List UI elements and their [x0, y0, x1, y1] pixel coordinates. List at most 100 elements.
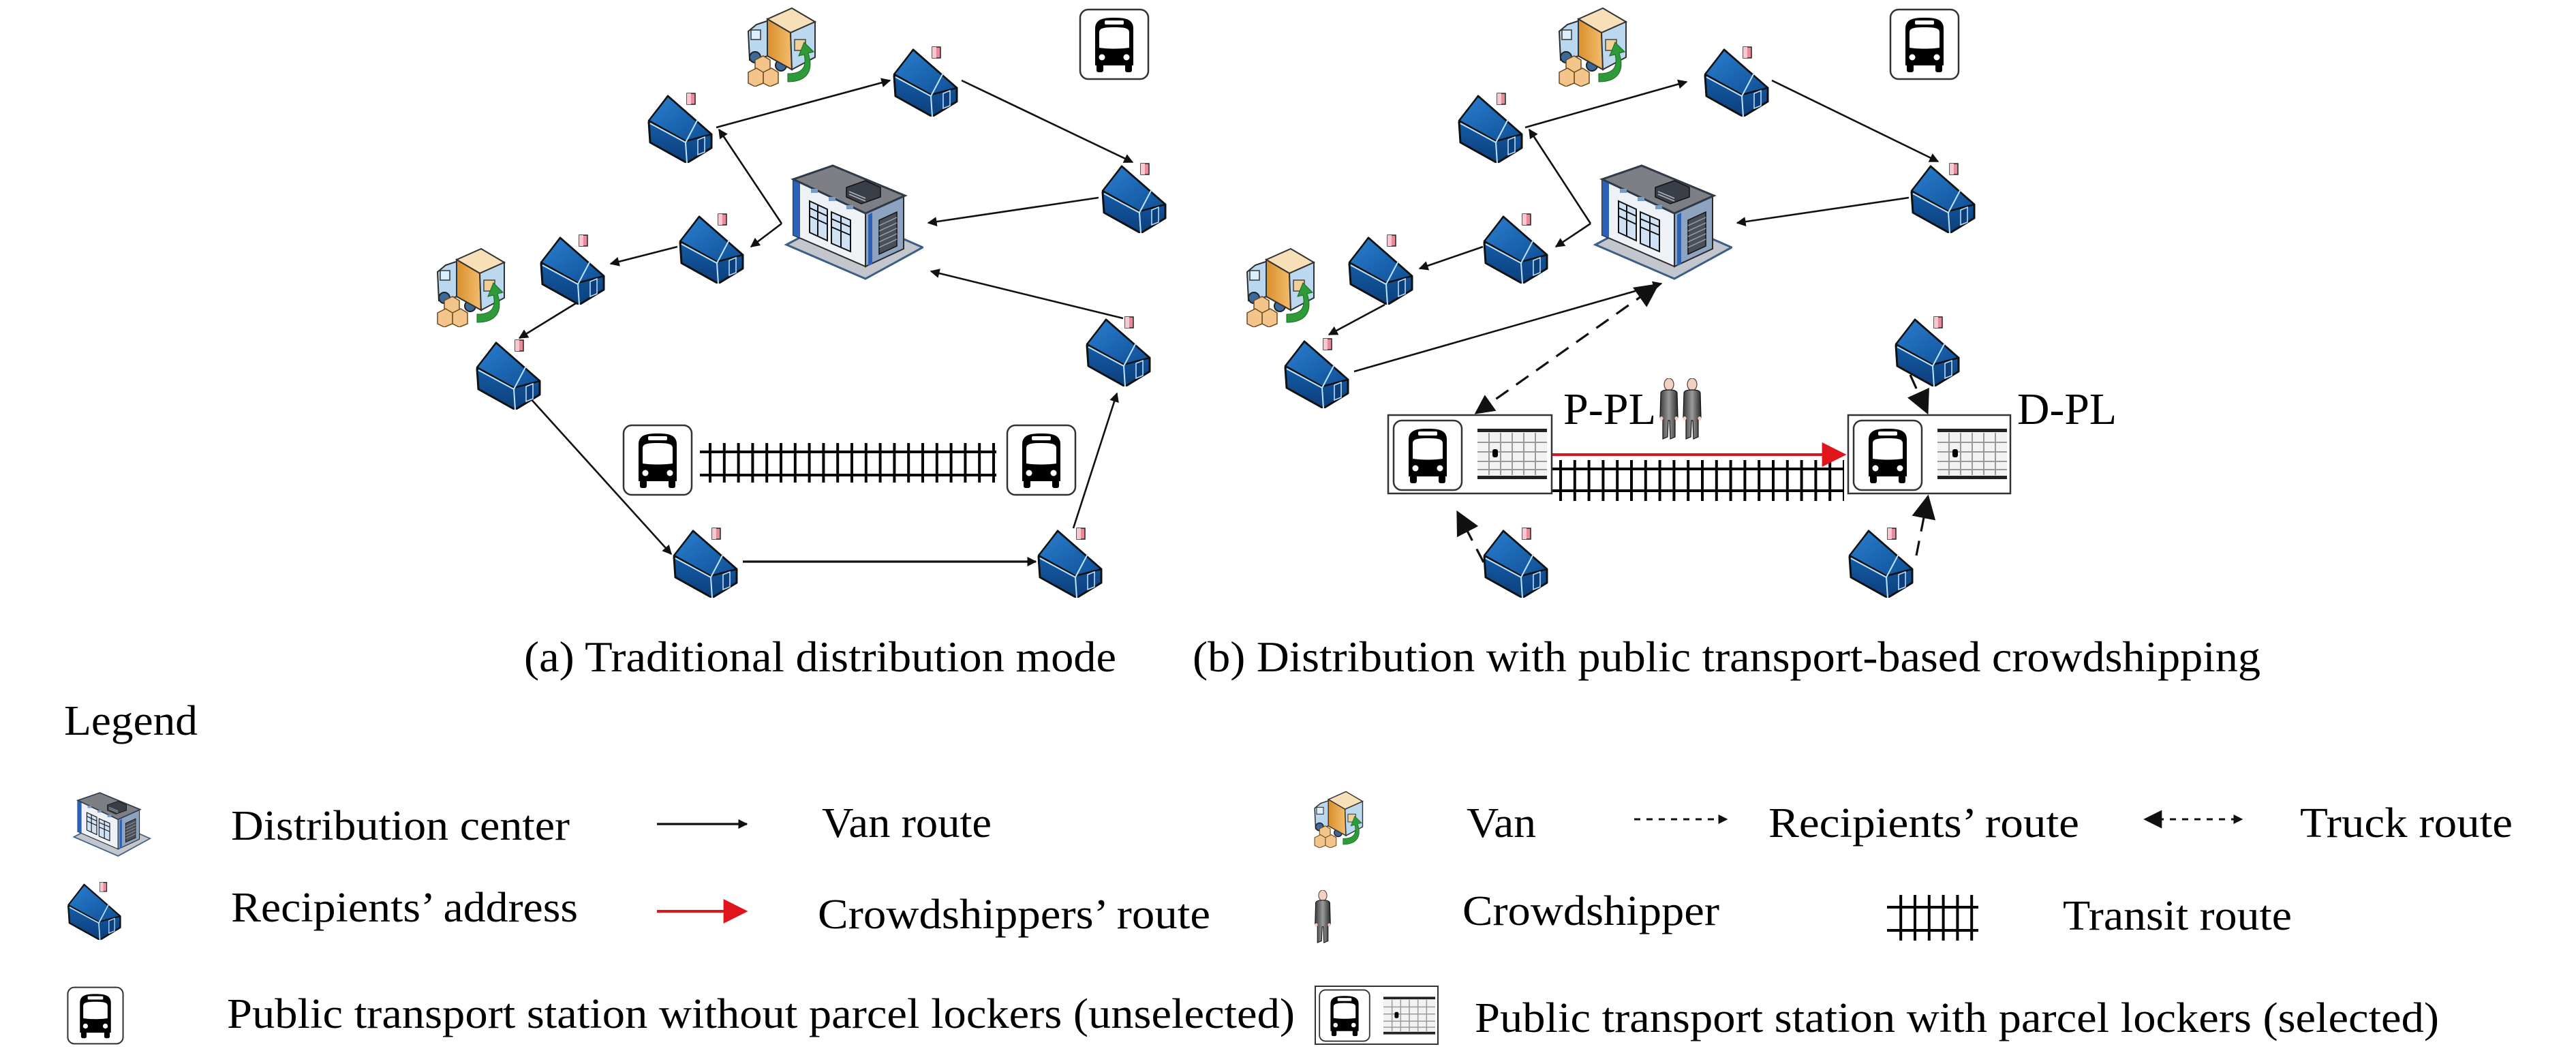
transit-track-a	[700, 443, 996, 483]
van-route	[750, 222, 782, 248]
legend-title: Legend	[64, 698, 198, 744]
van-route	[930, 269, 1124, 320]
legend-label: Van	[1467, 800, 1536, 847]
crowdshipper-icon	[1682, 378, 1702, 440]
bus-stop-icon	[622, 424, 693, 496]
recipients-routes-b	[1456, 374, 1936, 563]
legend-label: Crowdshippers’ route	[818, 892, 1210, 938]
house-icon	[673, 527, 738, 598]
bus-stop-icon	[1889, 8, 1960, 80]
legend-item-recipients-address: Recipients’ address	[67, 881, 578, 940]
house-icon	[67, 881, 121, 940]
house-icon	[1101, 162, 1167, 233]
van-route	[716, 78, 891, 129]
legend-item-recipients-route: Recipients’ route	[1634, 800, 2079, 847]
house-icon	[1483, 527, 1548, 598]
crowdshipper-icon	[1314, 890, 1332, 943]
van-route	[718, 128, 783, 224]
pickup-station-label: P-PL	[1563, 384, 1656, 434]
van-icon	[1314, 791, 1364, 848]
parcel-locker-icon	[1477, 429, 1547, 479]
legend-item-van-route: Van route	[657, 800, 992, 847]
house-icon	[1086, 316, 1151, 386]
bus-stop-with-locker-icon	[1315, 986, 1439, 1045]
legend-label: Recipients’ route	[1768, 800, 2079, 847]
house-icon	[540, 234, 605, 305]
recipients-route	[1907, 374, 1929, 415]
house-icon	[1910, 162, 1976, 233]
panel-a: (a) Traditional distribution mode	[437, 7, 1167, 681]
distribution-center-icon	[1594, 164, 1732, 280]
van-icon	[1246, 248, 1315, 327]
house-icon	[1037, 527, 1103, 598]
delivery-parcel-locker-station	[1847, 414, 2012, 495]
legend-label: Recipients’ address	[231, 885, 578, 931]
recipients-route	[1912, 494, 1936, 556]
van-route	[518, 302, 577, 339]
caption-b: (b) Distribution with public transport-b…	[1193, 633, 2260, 681]
house-icon	[476, 339, 541, 410]
house-icon	[647, 92, 713, 163]
van-route	[961, 79, 1134, 164]
van-routes-a	[518, 78, 1134, 566]
van-route	[528, 396, 672, 555]
van-route	[609, 245, 678, 266]
caption-a: (a) Traditional distribution mode	[524, 633, 1116, 681]
delivery-station-label: D-PL	[2017, 384, 2117, 434]
house-icon	[1848, 527, 1914, 598]
van-route	[1736, 196, 1910, 227]
legend-label: Transit route	[2063, 893, 2292, 939]
van-icon	[748, 7, 816, 87]
crowdshipper-icon	[1659, 378, 1679, 440]
van-route	[1524, 79, 1688, 129]
legend-item-crowdshipper: Crowdshipper	[1314, 888, 1719, 943]
house-icon	[893, 46, 958, 117]
house-icon	[1704, 46, 1769, 117]
legend-item-station-unselected: Public transport station without parcel …	[67, 986, 1295, 1045]
legend-item-transit-route: Transit route	[1887, 893, 2292, 941]
van-route	[1072, 392, 1119, 529]
bus-stop-icon	[1006, 424, 1077, 496]
house-icon	[1483, 213, 1548, 284]
panel-b: P-PL D-PL (b) Distribution with public t…	[1193, 7, 2260, 681]
legend-item-crowdshippers-route: Crowdshippers’ route	[657, 892, 1210, 938]
legend-item-station-selected: Public transport station with parcel loc…	[1315, 986, 2439, 1045]
distribution-center-icon	[785, 164, 923, 280]
house-icon	[1284, 337, 1349, 408]
van-icon	[437, 248, 505, 327]
legend-label: Public transport station without parcel …	[227, 991, 1295, 1037]
van-routes-b	[1328, 79, 1939, 373]
truck-route-b	[1474, 283, 1659, 414]
legend-label: Public transport station with parcel loc…	[1475, 995, 2439, 1041]
house-icon	[1458, 92, 1523, 163]
legend-label: Truck route	[2300, 800, 2513, 847]
van-route	[1528, 128, 1592, 224]
van-route	[1554, 222, 1591, 248]
distribution-center-icon	[73, 792, 151, 857]
transit-track-b	[1552, 460, 1844, 501]
van-route	[927, 196, 1099, 227]
van-route	[1771, 79, 1939, 163]
parcel-locker-icon	[1937, 429, 2007, 479]
house-icon	[679, 213, 744, 284]
legend-item-van: Van	[1314, 791, 1536, 848]
legend-item-distribution-center: Distribution center	[73, 792, 570, 857]
legend-label: Crowdshipper	[1462, 888, 1719, 934]
legend-label: Distribution center	[231, 803, 570, 849]
bus-stop-icon	[1079, 8, 1150, 80]
truck-route	[1474, 283, 1659, 414]
legend-item-truck-route: Truck route	[2143, 800, 2513, 847]
van-icon	[1559, 7, 1627, 87]
bus-stop-icon	[67, 986, 124, 1045]
van-route	[1418, 245, 1484, 271]
van-route	[1328, 303, 1385, 336]
legend: Legend Distribution center Van route Van…	[64, 698, 2513, 1045]
bus-stop-icon	[1852, 419, 1923, 491]
house-icon	[1895, 316, 1960, 386]
house-icon	[1348, 234, 1413, 305]
bus-stop-icon	[1392, 419, 1463, 491]
pickup-parcel-locker-station	[1387, 414, 1553, 495]
recipients-route	[1456, 510, 1485, 563]
legend-label: Van route	[822, 800, 992, 847]
